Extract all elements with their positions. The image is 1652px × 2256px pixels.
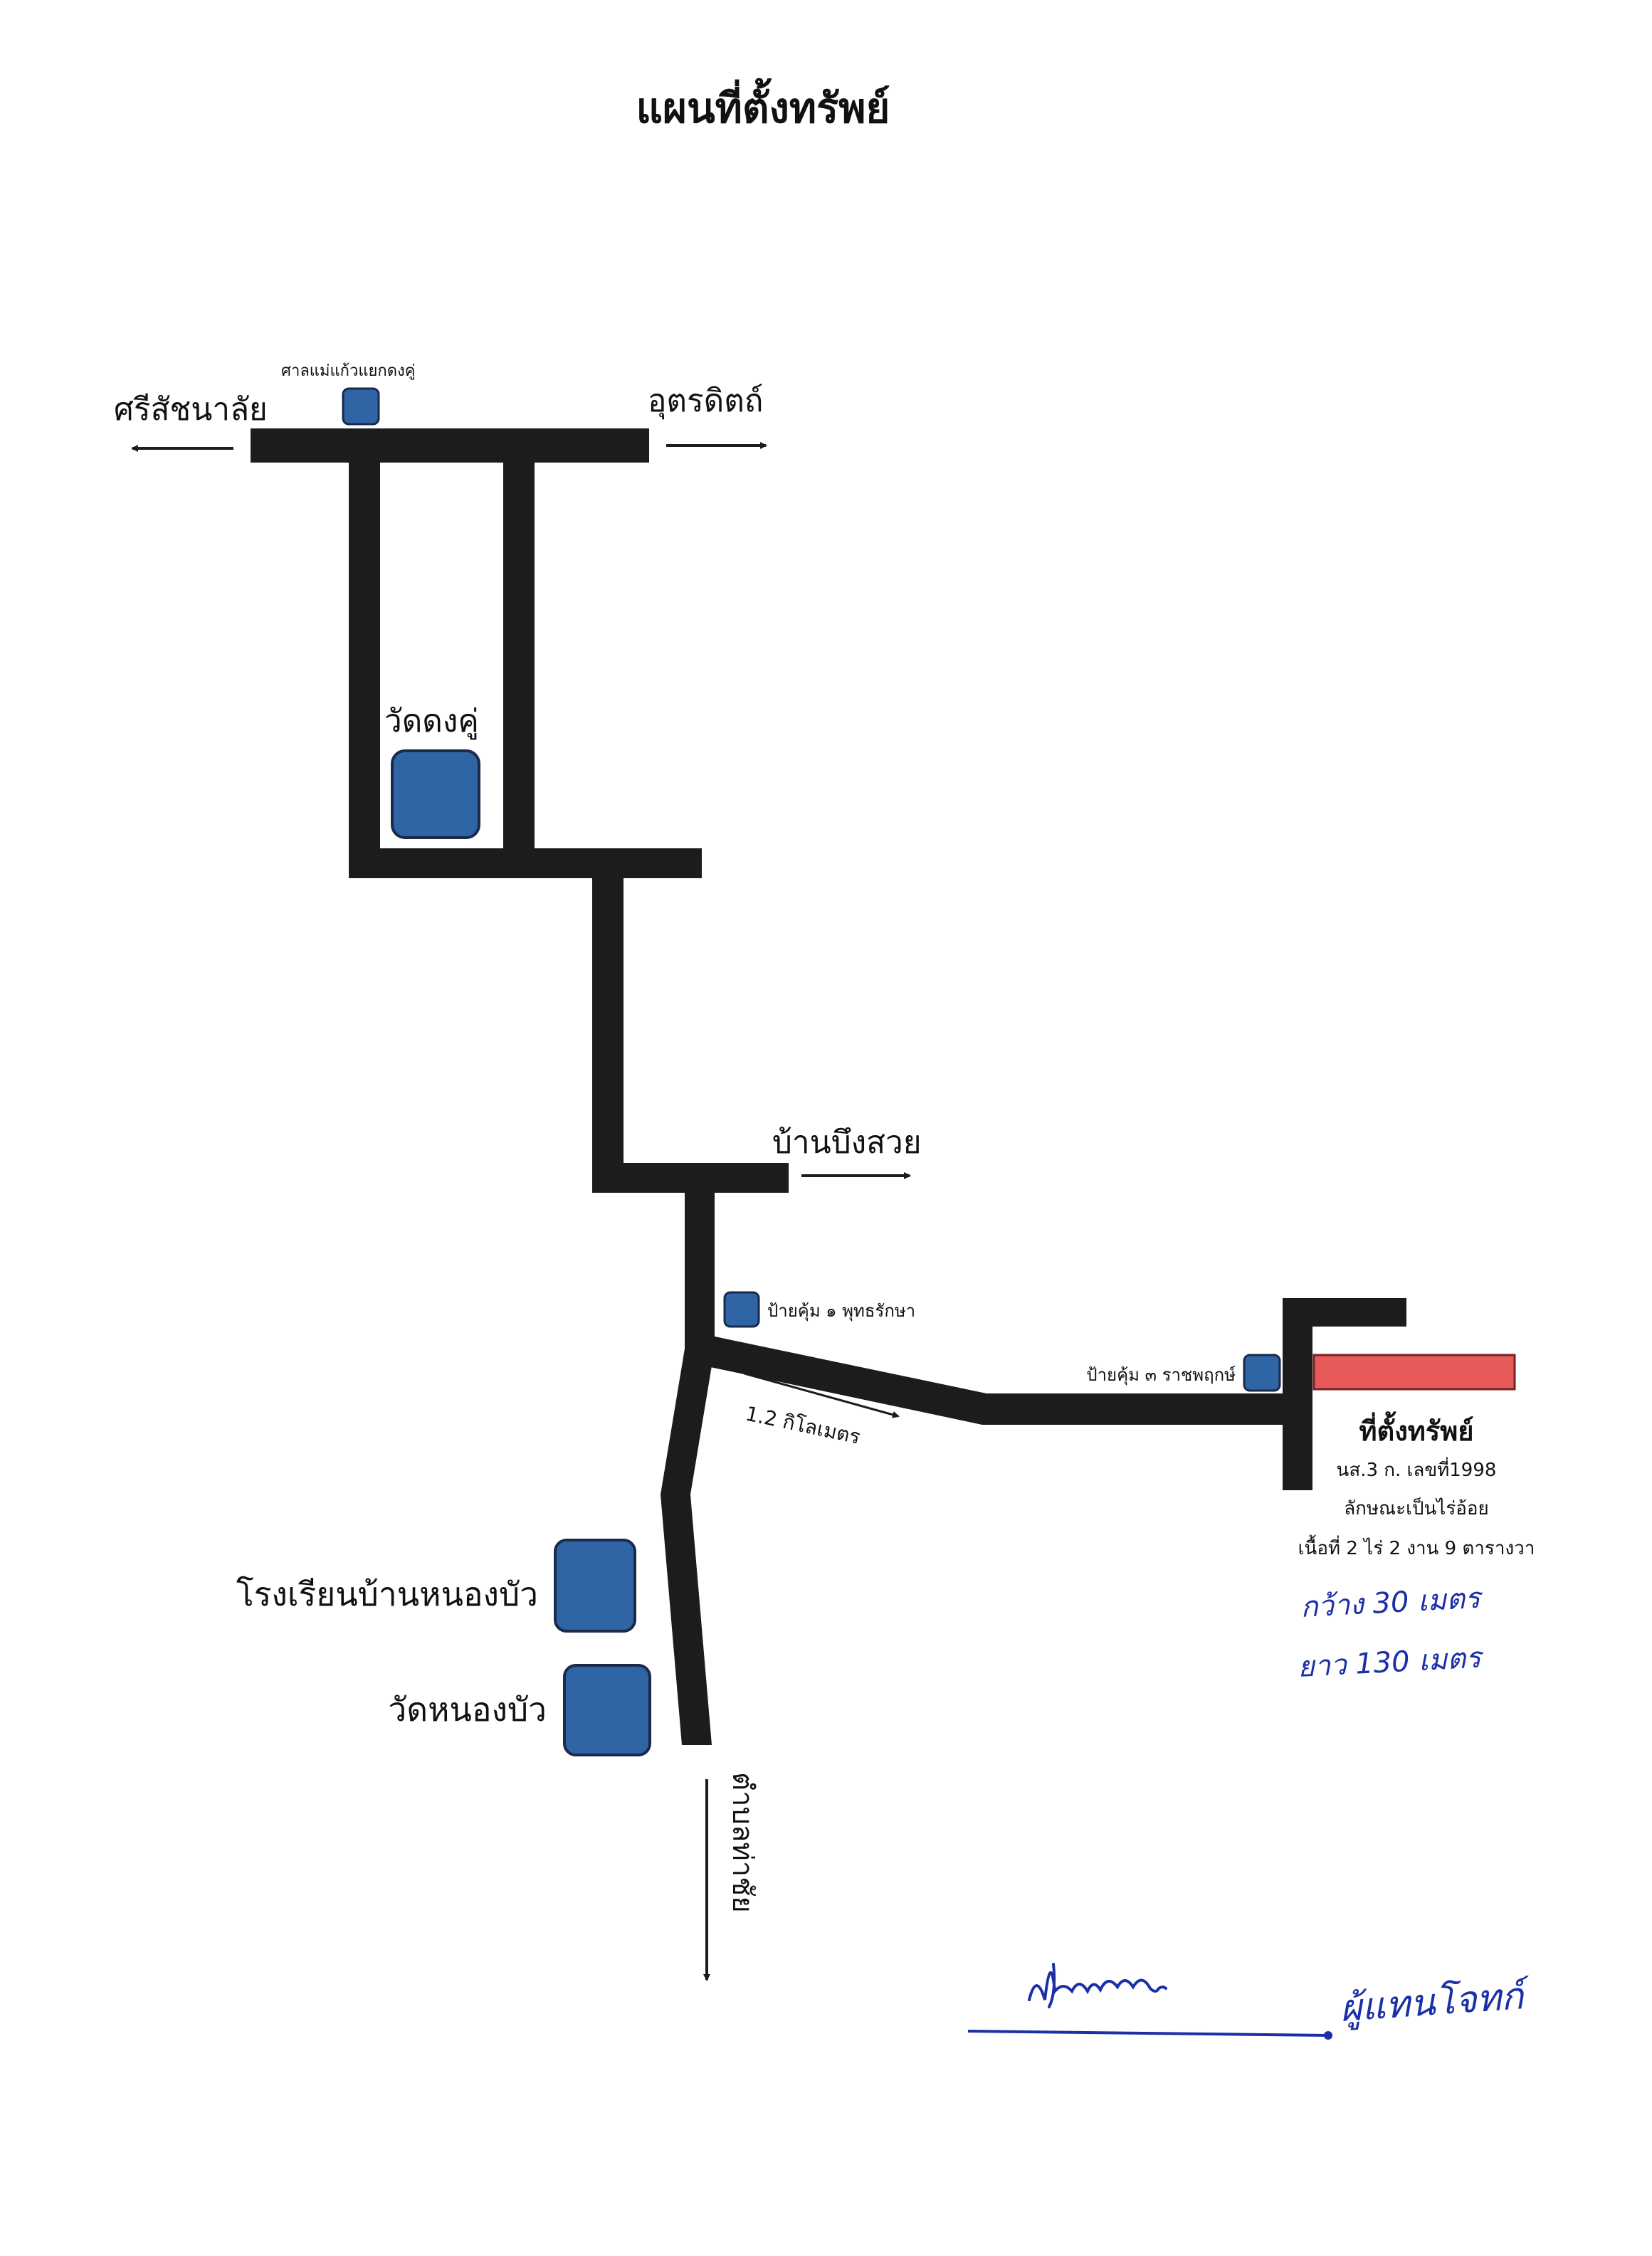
property-character: ลักษณะเป็นไร่อ้อย — [1344, 1497, 1489, 1519]
label-school: โรงเรียนบ้านหนองบัว — [236, 1575, 538, 1613]
property-area: เนื้อที่ 2 ไร่ 2 งาน 9 ตารางวา — [1298, 1534, 1535, 1559]
arrow-distance — [744, 1372, 900, 1418]
map-title: แผนที่ตั้งทรัพย์ — [636, 78, 890, 132]
property-side-road-top — [1283, 1298, 1406, 1327]
road-south-bend — [661, 1349, 715, 1745]
road-left-vertical — [349, 445, 380, 872]
road-crossbar-1 — [349, 848, 702, 878]
road-main-highway — [251, 428, 649, 463]
signature-role: ผู้แทนโจทก์ — [1339, 1974, 1532, 2031]
label-bus-stop-1: ป้ายคุ้ม ๑ พุทธรักษา — [767, 1301, 915, 1322]
shrine-marker — [342, 387, 380, 426]
label-wat-nong-bua: วัดหนองบัว — [388, 1690, 547, 1729]
label-bus-stop-3: ป้ายคุ้ม ๓ ราชพฤกษ์ — [1086, 1365, 1236, 1386]
handwritten-depth: ยาว 130 เมตร — [1297, 1641, 1485, 1684]
label-south-destination: ตำบลท่าชัย — [726, 1772, 759, 1913]
road-to-property — [700, 1334, 1295, 1425]
road-lower-vertical — [685, 1163, 715, 1362]
label-east-destination: อุตรดิตถ์ — [648, 383, 763, 420]
wat-dong-khu-marker — [391, 749, 480, 839]
label-west-destination: ศรีสัชนาลัย — [114, 391, 268, 428]
school-marker — [554, 1539, 636, 1633]
property-plot — [1312, 1354, 1516, 1391]
handwritten-frontage: กว้าง 30 เมตร — [1300, 1582, 1484, 1624]
property-heading: ที่ตั้งทรัพย์ — [1359, 1411, 1473, 1447]
bus-stop-3-marker — [1243, 1354, 1281, 1392]
label-shrine: ศาลแม่แก้วแยกดงคู่ — [281, 362, 415, 380]
label-distance: 1.2 กิโลเมตร — [744, 1402, 863, 1449]
bus-stop-1-marker — [723, 1291, 760, 1328]
signature — [1028, 1963, 1167, 2008]
signature-line-dot — [1324, 2031, 1332, 2040]
wat-nong-bua-marker — [563, 1664, 651, 1756]
label-ban-bueng-suai: บ้านบึงสวย — [772, 1124, 921, 1161]
road-middle-vertical — [592, 848, 624, 1190]
road-network — [251, 428, 1406, 1745]
signature-line — [967, 2030, 1329, 2037]
property-side-road-vertical — [1283, 1298, 1312, 1490]
property-deed: นส.3 ก. เลขที่1998 — [1337, 1457, 1497, 1481]
label-wat-dong-khu: วัดดงคู่ — [384, 703, 479, 740]
road-right-vertical — [503, 445, 535, 858]
